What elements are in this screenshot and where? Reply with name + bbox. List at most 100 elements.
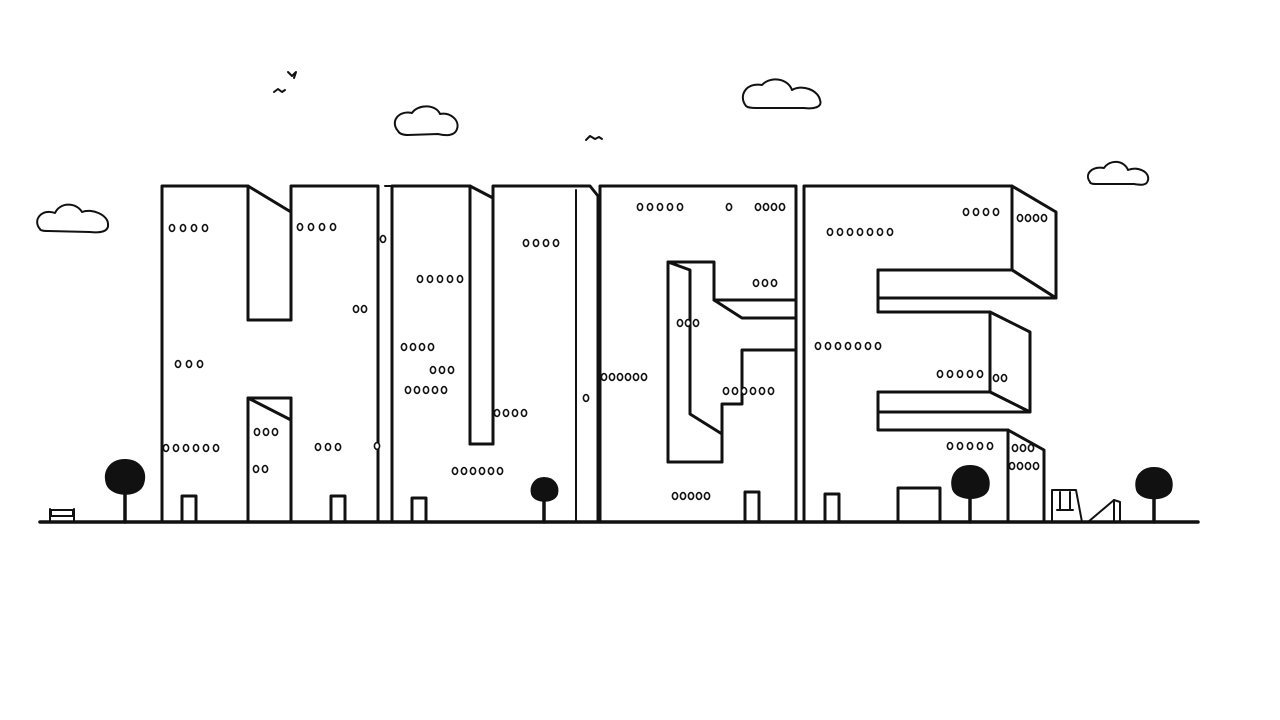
- window: [695, 491, 703, 501]
- window: [671, 491, 679, 501]
- window: [646, 202, 654, 212]
- window: [456, 274, 464, 284]
- window: [174, 359, 182, 369]
- window: [552, 238, 560, 248]
- window: [992, 373, 1000, 383]
- cloud-icon: [741, 78, 822, 110]
- window: [1008, 461, 1016, 471]
- window: [679, 491, 687, 501]
- window: [400, 342, 408, 352]
- window: [190, 223, 198, 233]
- window: [446, 274, 454, 284]
- window: [976, 441, 984, 451]
- window: [687, 491, 695, 501]
- swing-icon: [1051, 489, 1083, 523]
- window: [196, 359, 204, 369]
- window: [972, 207, 980, 217]
- window: [844, 341, 852, 351]
- window: [754, 202, 762, 212]
- window: [876, 227, 884, 237]
- window: [758, 386, 766, 396]
- window: [814, 341, 822, 351]
- window: [314, 442, 322, 452]
- cloud-icon: [393, 105, 459, 137]
- window: [360, 304, 368, 314]
- window: [1019, 443, 1027, 453]
- window: [496, 466, 504, 476]
- window: [162, 443, 170, 453]
- window: [962, 207, 970, 217]
- window: [676, 318, 684, 328]
- window: [416, 274, 424, 284]
- window: [212, 443, 220, 453]
- letter-e-building: [802, 184, 1058, 524]
- letter-u-building: [384, 184, 600, 524]
- window: [1024, 461, 1032, 471]
- window: [982, 207, 990, 217]
- window: [966, 441, 974, 451]
- window: [767, 386, 775, 396]
- window: [956, 369, 964, 379]
- window: [438, 365, 446, 375]
- window: [946, 369, 954, 379]
- window: [296, 222, 304, 232]
- bird-icon: [585, 135, 603, 141]
- window: [262, 427, 270, 437]
- window: [261, 464, 269, 474]
- window: [409, 342, 417, 352]
- cloud-icon: [36, 203, 110, 234]
- window: [640, 372, 648, 382]
- window: [676, 202, 684, 212]
- window: [986, 441, 994, 451]
- window: [731, 386, 739, 396]
- window: [684, 318, 692, 328]
- window: [185, 359, 193, 369]
- window: [834, 341, 842, 351]
- window: [271, 427, 279, 437]
- sky: [36, 71, 1150, 234]
- window: [172, 443, 180, 453]
- window: [522, 238, 530, 248]
- tree-icon: [530, 476, 559, 524]
- letter-g-building: [598, 184, 798, 524]
- window: [1027, 443, 1035, 453]
- building-doors: [180, 486, 942, 524]
- window: [854, 341, 862, 351]
- window: [373, 441, 381, 451]
- window: [826, 227, 834, 237]
- window: [182, 443, 190, 453]
- window: [252, 464, 260, 474]
- window: [318, 222, 326, 232]
- window: [511, 408, 519, 418]
- slide-icon: [1087, 499, 1121, 523]
- window: [329, 222, 337, 232]
- window: [542, 238, 550, 248]
- door: [743, 490, 761, 524]
- window: [253, 427, 261, 437]
- window: [762, 202, 770, 212]
- window: [749, 386, 757, 396]
- window: [874, 341, 882, 351]
- window: [740, 386, 748, 396]
- window: [1000, 373, 1008, 383]
- window: [1040, 213, 1048, 223]
- window: [429, 365, 437, 375]
- window: [334, 442, 342, 452]
- window: [846, 227, 854, 237]
- tree-icon: [1135, 466, 1173, 524]
- door: [823, 492, 841, 524]
- cloud-icon: [1086, 160, 1150, 186]
- window: [936, 369, 944, 379]
- tree-icon: [951, 464, 990, 524]
- window: [532, 238, 540, 248]
- door: [329, 494, 347, 524]
- window: [600, 372, 608, 382]
- window: [201, 223, 209, 233]
- window: [624, 372, 632, 382]
- bench-icon: [49, 508, 75, 523]
- window: [976, 369, 984, 379]
- window: [324, 442, 332, 452]
- window: [192, 443, 200, 453]
- window: [856, 227, 864, 237]
